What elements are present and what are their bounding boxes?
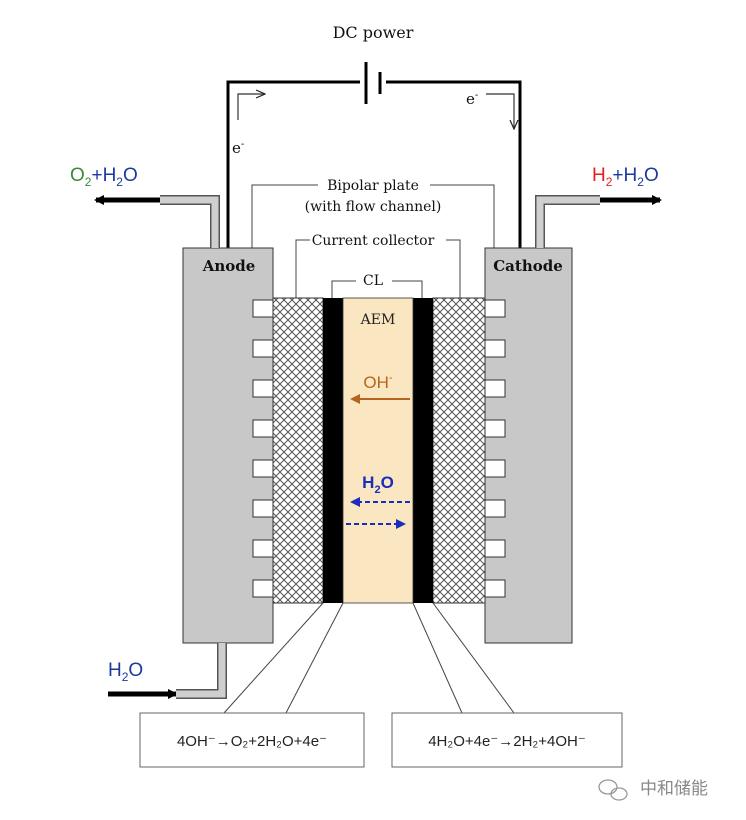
anode-flow-channels — [252, 299, 274, 598]
cathode-flow-channels — [484, 299, 506, 598]
external-circuit — [226, 80, 522, 250]
hydrogen-water-label: H2+H2O — [592, 165, 659, 189]
cathode-flow-channel — [484, 579, 506, 598]
bipolar-plate-label: Bipolar plate (with flow channel) — [251, 178, 495, 248]
cathode-outlet-pipe — [535, 195, 600, 248]
cathode-equation-box: 4H₂O+4e⁻→2H₂+4OH⁻ — [391, 712, 623, 768]
electron-label-left: e- — [232, 139, 244, 157]
anode-equation: 4OH⁻→O₂+2H₂O+4e⁻ — [177, 733, 327, 750]
equation-leaders — [223, 602, 515, 714]
svg-text:Bipolar plate: Bipolar plate — [327, 178, 419, 194]
dc-power-label: DC power — [333, 23, 414, 42]
cathode-label: Cathode — [493, 257, 563, 275]
current-collector-label: Current collector — [295, 233, 461, 298]
hydroxide-label: OH- — [363, 372, 393, 392]
anode-inlet-pipe — [176, 643, 227, 699]
electron-arrow-left — [237, 94, 264, 120]
electron-arrow-right — [486, 93, 514, 128]
cathode-flow-channel — [484, 499, 506, 518]
cathode-catalyst-layer — [413, 298, 433, 603]
cathode-plate: Cathode — [484, 247, 573, 644]
anode-flow-channel — [252, 579, 274, 598]
anode-catalyst-layer — [323, 298, 343, 603]
anode-label: Anode — [202, 257, 256, 275]
anode-flow-channel — [252, 539, 274, 558]
anode-flow-channel — [252, 419, 274, 438]
battery-symbol — [364, 62, 382, 104]
cathode-flow-channel — [484, 539, 506, 558]
svg-text:Current collector: Current collector — [312, 233, 435, 249]
cathode-flow-channel — [484, 339, 506, 358]
anode-flow-channel — [252, 499, 274, 518]
cathode-current-collector — [432, 297, 486, 604]
watermark-text: 中和储能 — [640, 779, 708, 798]
electron-label-right: e- — [466, 90, 478, 108]
anode-equation-box: 4OH⁻→O₂+2H₂O+4e⁻ — [139, 712, 365, 768]
cathode-flow-channel — [484, 379, 506, 398]
anode-current-collector — [272, 297, 324, 604]
cathode-flow-channel — [484, 419, 506, 438]
anode-flow-channel — [252, 379, 274, 398]
oxygen-water-label: O2+H2O — [70, 165, 138, 189]
aem-membrane — [342, 297, 414, 604]
anode-flow-channel — [252, 299, 274, 318]
cathode-flow-channel — [484, 459, 506, 478]
water-inlet-label: H2O — [108, 660, 143, 684]
anode-flow-channel — [252, 339, 274, 358]
cathode-flow-channel — [484, 299, 506, 318]
cl-label: CL — [331, 273, 423, 298]
anode-flow-channel — [252, 459, 274, 478]
aem-label: AEM — [360, 312, 396, 328]
wechat-icon — [598, 779, 628, 801]
water-label: H2O — [362, 473, 394, 496]
anode-outlet-pipe — [160, 195, 220, 248]
cathode-equation: 4H₂O+4e⁻→2H₂+4OH⁻ — [428, 733, 586, 750]
svg-text:(with flow channel): (with flow channel) — [305, 199, 442, 215]
svg-text:CL: CL — [363, 273, 383, 289]
watermark: 中和储能 — [598, 779, 708, 801]
